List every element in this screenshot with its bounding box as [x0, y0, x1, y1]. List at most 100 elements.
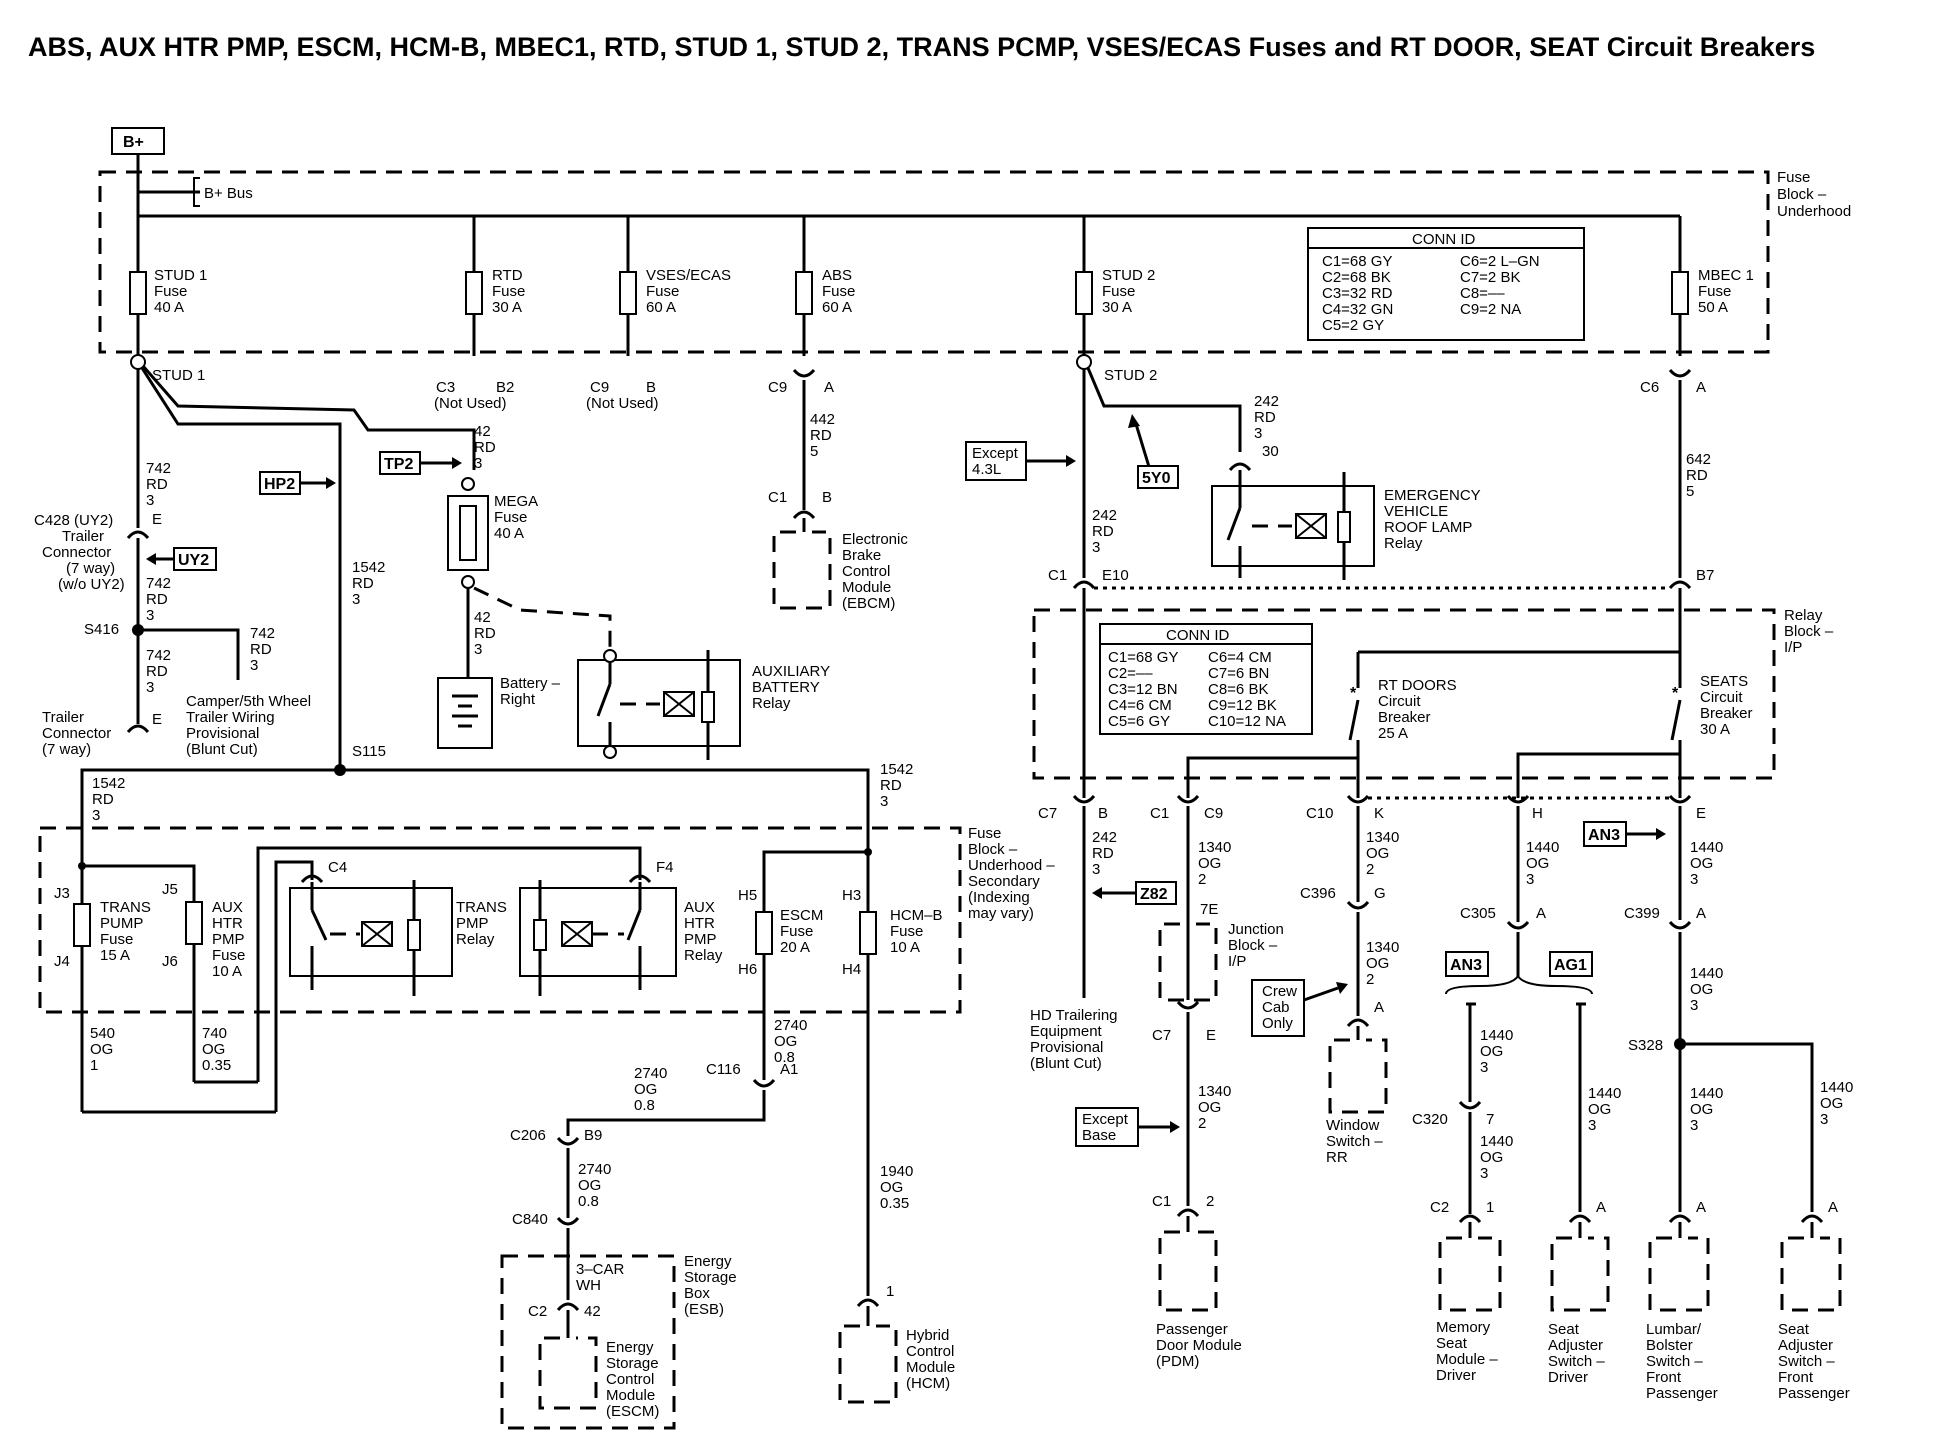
svg-text:RD: RD [474, 625, 496, 642]
svg-text:10 A: 10 A [890, 939, 920, 956]
svg-text:WH: WH [576, 1277, 601, 1294]
svg-text:OG: OG [1198, 1099, 1221, 1116]
svg-text:(Not Used): (Not Used) [586, 395, 659, 412]
svg-text:Relay: Relay [684, 947, 723, 964]
wire-740-relay-feed [256, 846, 642, 1082]
svg-text:1440: 1440 [1690, 839, 1723, 856]
svg-text:1340: 1340 [1198, 1083, 1231, 1100]
c7-e-connector [1176, 1000, 1200, 1010]
svg-text:Trailer: Trailer [62, 528, 104, 545]
wire-1440-c-label: 1440 OG 3 [1480, 1133, 1513, 1182]
wire-1340-a-label: 1340 OG 2 [1198, 839, 1231, 888]
wire-2740-a-label: 2740 OG 0.8 [774, 1017, 807, 1066]
hcm-module-label: Hybrid Control Module (HCM) [906, 1327, 955, 1392]
wire-742-c-label: 742 RD 3 [250, 625, 275, 674]
svg-text:(Indexing: (Indexing [968, 889, 1030, 906]
svg-text:C6=2 L–GN: C6=2 L–GN [1460, 253, 1540, 270]
hp2-label: HP2 [264, 476, 295, 493]
svg-text:VEHICLE: VEHICLE [1384, 503, 1448, 520]
svg-text:Fuse: Fuse [154, 283, 187, 300]
svg-text:2: 2 [1198, 1115, 1206, 1132]
svg-text:40 A: 40 A [154, 299, 184, 316]
svg-text:742: 742 [250, 625, 275, 642]
c840-connector [556, 1216, 580, 1226]
svg-text:Battery –: Battery – [500, 675, 561, 692]
memory-seat-module [1438, 1236, 1502, 1312]
svg-text:RD: RD [352, 575, 374, 592]
mega-relay-dashed [473, 586, 612, 652]
svg-text:STUD 1: STUD 1 [154, 267, 207, 284]
car-wire-label: 3–CAR WH [576, 1261, 625, 1294]
svg-text:Connector: Connector [42, 544, 111, 561]
svg-text:3: 3 [250, 657, 258, 674]
svg-text:3–CAR: 3–CAR [576, 1261, 625, 1278]
c206-connector [556, 1136, 580, 1146]
mega-fuse: MEGA Fuse 40 A [447, 493, 538, 571]
svg-text:C4=32 GN: C4=32 GN [1322, 301, 1393, 318]
trailer-connector-label: Trailer Connector (7 way) [42, 709, 111, 758]
seat-adjuster-switch-passenger [1780, 1236, 1842, 1312]
svg-text:C8=––: C8=–– [1460, 285, 1505, 302]
svg-text:C428 (UY2): C428 (UY2) [34, 512, 113, 529]
f4-connector [628, 874, 652, 884]
svg-text:Driver: Driver [1436, 1367, 1476, 1384]
svg-text:1440: 1440 [1480, 1027, 1513, 1044]
svg-text:ROOF LAMP: ROOF LAMP [1384, 519, 1472, 536]
y50-arrowhead [1128, 414, 1140, 428]
stud1-label: STUD 1 [152, 367, 205, 384]
seats-h-link [1516, 752, 1680, 798]
wire-1440-h-label: 1440 OG 3 [1820, 1079, 1853, 1128]
svg-text:CONN ID: CONN ID [1412, 231, 1476, 248]
c320-pin: 7 [1486, 1111, 1494, 1128]
secondary-bus-left [82, 864, 196, 902]
svg-text:3: 3 [1690, 1117, 1698, 1134]
wire-1542-b-label: 1542 RD 3 [92, 775, 125, 824]
svg-text:EMERGENCY: EMERGENCY [1384, 487, 1481, 504]
svg-text:HTR: HTR [212, 915, 243, 932]
vses-fuse: VSES/ECAS Fuse 60 A [619, 216, 731, 356]
abs-c9-connector [792, 368, 816, 378]
svg-text:OG: OG [1198, 855, 1221, 872]
uy2-arrowhead [146, 553, 156, 565]
ebcm-c1-label: C1 [768, 489, 787, 506]
svg-text:C1=68 GY: C1=68 GY [1108, 649, 1178, 666]
svg-text:RD: RD [146, 591, 168, 608]
svg-text:C9: C9 [590, 379, 609, 396]
svg-text:Fuse: Fuse [1777, 169, 1810, 186]
svg-text:Seat: Seat [1548, 1321, 1580, 1338]
svg-text:ABS: ABS [822, 267, 852, 284]
conn-id-table-underhood: CONN ID C1=68 GY C2=68 BK C3=32 RD C4=32… [1307, 227, 1585, 341]
window-pin: A [1374, 999, 1384, 1016]
svg-text:Fuse: Fuse [780, 923, 813, 940]
svg-text:OG: OG [774, 1033, 797, 1050]
pdm-c1-pin: 2 [1206, 1193, 1214, 1210]
wire-42-mega [141, 365, 476, 470]
wire-242-c-label: 242 RD 3 [1092, 829, 1117, 878]
svg-text:Equipment: Equipment [1030, 1023, 1103, 1040]
c1-e10-connector [1072, 580, 1096, 590]
battery-right: Battery – Right [437, 675, 561, 749]
svg-text:2740: 2740 [578, 1161, 611, 1178]
c428-connector [126, 530, 150, 540]
underhood-fuse-block [98, 170, 1770, 354]
svg-text:1: 1 [90, 1057, 98, 1074]
svg-text:Relay: Relay [752, 695, 791, 712]
svg-text:2: 2 [1366, 971, 1374, 988]
svg-text:(EBCM): (EBCM) [842, 595, 895, 612]
wire-42-a-label: 42 RD 3 [474, 423, 496, 472]
mega-top-terminal [461, 477, 475, 491]
abs-c9-label: C9 [768, 379, 787, 396]
wire-442-label: 442 RD 5 [810, 411, 835, 460]
wire-1440-b-label: 1440 OG 3 [1480, 1027, 1513, 1076]
c4-connector [300, 874, 324, 884]
svg-text:Front: Front [1646, 1369, 1682, 1386]
escm-c2-connector [556, 1302, 580, 1312]
svg-text:3: 3 [146, 607, 154, 624]
aux-htr-pmp-relay: AUX HTR PMP Relay [519, 880, 723, 996]
c399-connector [1668, 920, 1692, 930]
svg-text:OG: OG [202, 1041, 225, 1058]
ebcm-c1-connector [792, 510, 816, 520]
hybrid-control-module [838, 1324, 898, 1404]
svg-text:(PDM): (PDM) [1156, 1353, 1199, 1370]
svg-text:PMP: PMP [456, 915, 489, 932]
